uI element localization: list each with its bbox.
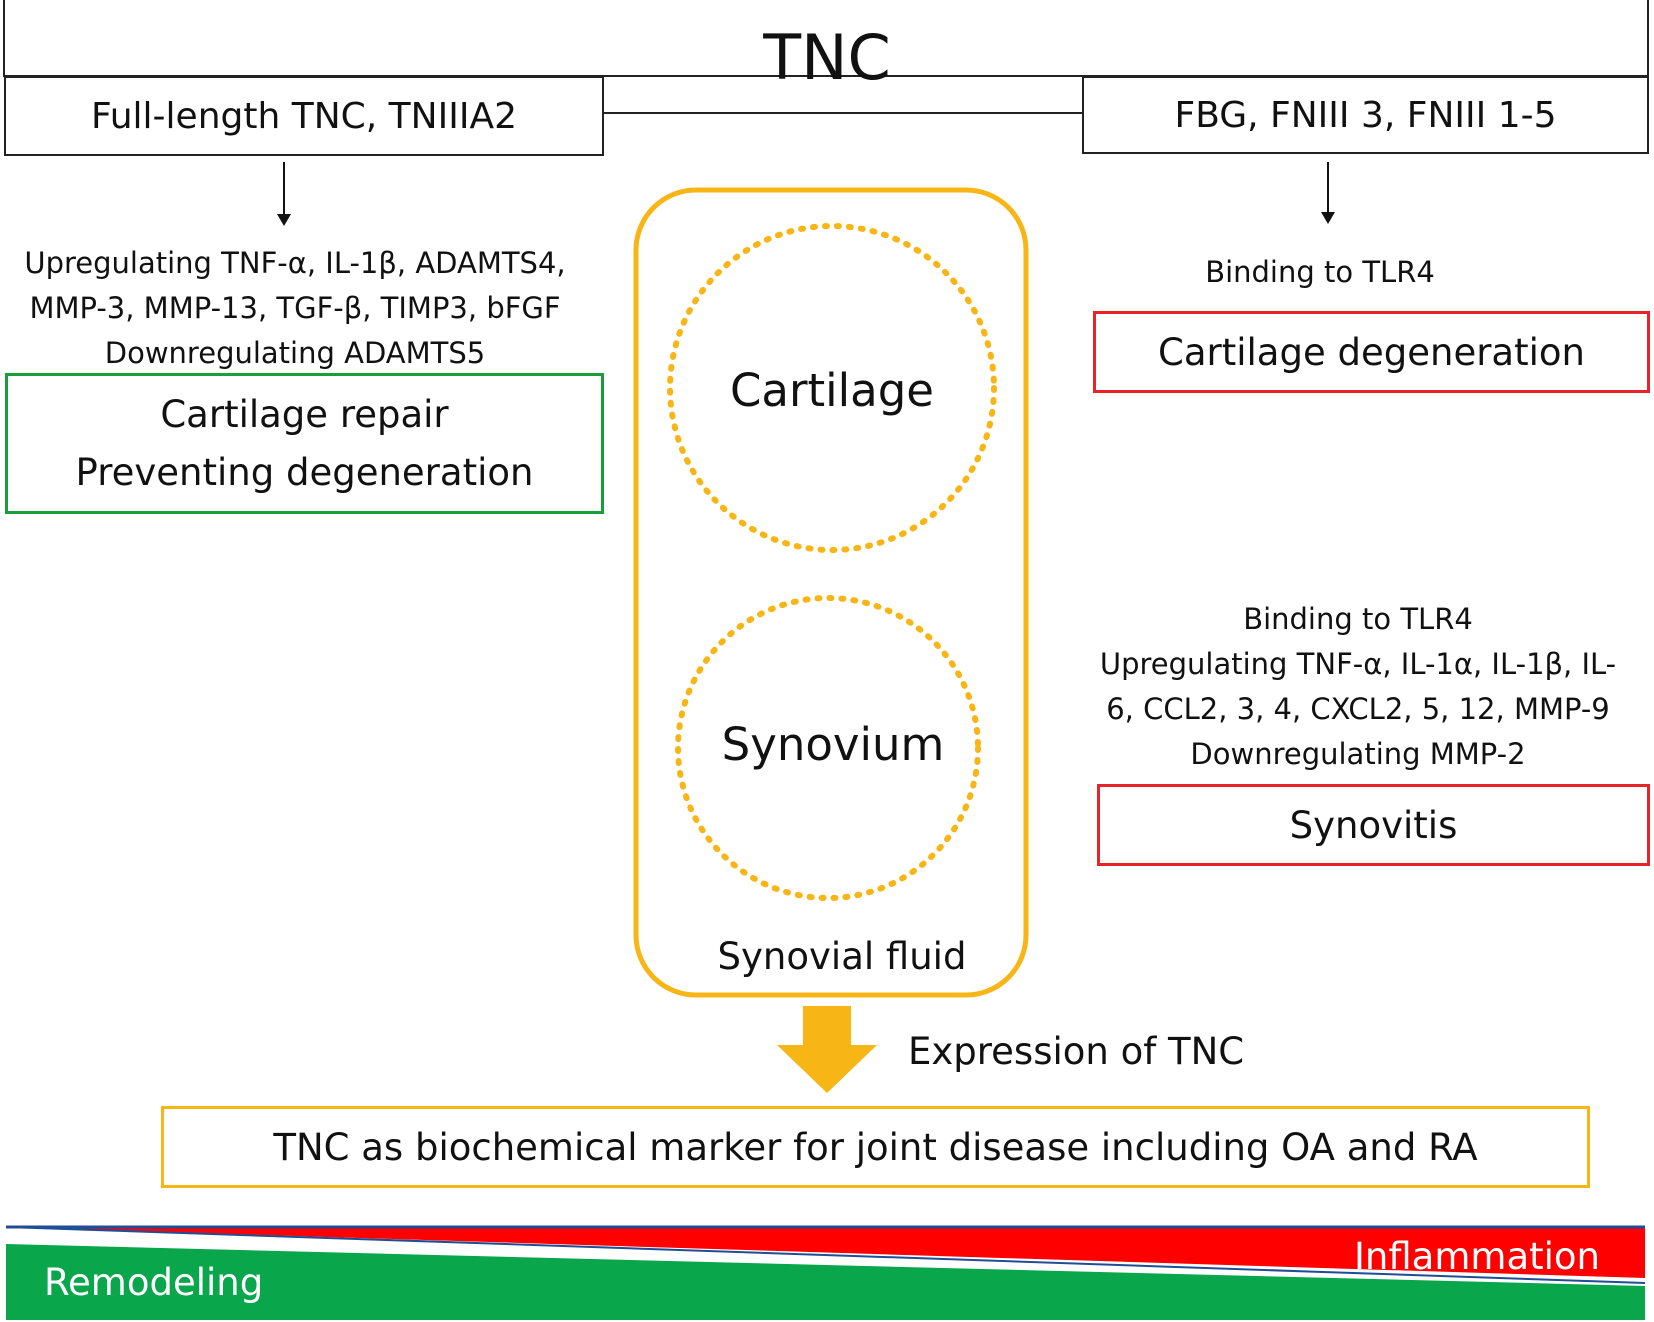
expression-label: Expression of TNC <box>908 1030 1245 1073</box>
expression-arrow <box>777 1006 877 1093</box>
right-effect-line: Downregulating MMP-2 <box>1190 737 1526 771</box>
biochemical-marker-box: TNC as biochemical marker for joint dise… <box>161 1106 1590 1188</box>
right-bottom-effects-list: Binding to TLR4 Upregulating TNF-α, IL-1… <box>1068 597 1648 777</box>
synovium-circle <box>675 595 981 901</box>
cartilage-label: Cartilage <box>730 364 934 417</box>
left-effect-line: MMP-3, MMP-13, TGF-β, TIMP3, bFGF <box>29 291 561 325</box>
left-down-arrow <box>277 162 291 226</box>
diagram-title: TNC <box>763 21 891 94</box>
left-effects-list: Upregulating TNF-α, IL-1β, ADAMTS4, MMP-… <box>0 241 590 376</box>
left-header-box: Full-length TNC, TNIIIA2 <box>4 76 604 156</box>
right-down-arrow <box>1321 162 1335 224</box>
right-header-label: FBG, FNIII 3, FNIII 1-5 <box>1174 94 1557 136</box>
left-header-label: Full-length TNC, TNIIIA2 <box>91 95 517 137</box>
right-effect-line: Binding to TLR4 <box>1243 602 1473 636</box>
synovitis-box: Synovitis <box>1097 784 1650 866</box>
right-top-effect: Binding to TLR4 <box>1205 255 1435 289</box>
right-effect-line: Upregulating TNF-α, IL-1α, IL-1β, IL- <box>1099 647 1617 681</box>
cartilage-repair-box: Cartilage repair Preventing degeneration <box>5 373 604 514</box>
synovial-fluid-label: Synovial fluid <box>717 935 967 978</box>
left-effect-line: Upregulating TNF-α, IL-1β, ADAMTS4, <box>24 246 566 280</box>
inflammation-label: Inflammation <box>1354 1235 1600 1278</box>
left-effect-line: Downregulating ADAMTS5 <box>104 336 486 370</box>
remodeling-inflammation-gradient <box>5 1225 1646 1320</box>
synovium-label: Synovium <box>721 718 945 771</box>
right-effect-line: 6, CCL2, 3, 4, CXCL2, 5, 12, MMP-9 <box>1106 692 1610 726</box>
remodeling-label: Remodeling <box>44 1261 264 1304</box>
biochemical-marker-label: TNC as biochemical marker for joint dise… <box>273 1125 1478 1169</box>
title-frame <box>3 0 1649 77</box>
cartilage-degeneration-label: Cartilage degeneration <box>1158 330 1585 374</box>
preventing-degeneration-label: Preventing degeneration <box>75 450 534 494</box>
synovitis-label: Synovitis <box>1289 803 1458 847</box>
right-header-box: FBG, FNIII 3, FNIII 1-5 <box>1082 76 1649 154</box>
cartilage-repair-label: Cartilage repair <box>160 392 449 436</box>
cartilage-degeneration-box: Cartilage degeneration <box>1093 311 1650 393</box>
synovial-joint-frame <box>633 187 1029 998</box>
cartilage-circle <box>667 223 997 553</box>
